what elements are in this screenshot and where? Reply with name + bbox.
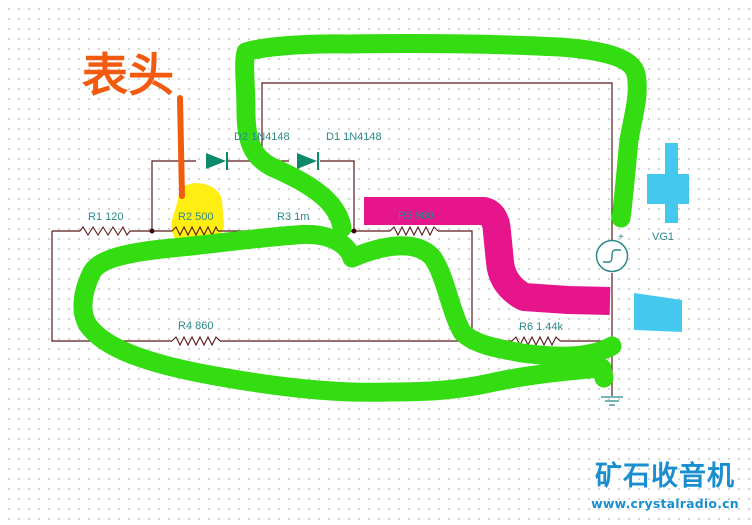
ground-symbol — [601, 396, 623, 406]
d2-label: D2 1N4148 — [234, 131, 290, 143]
top-green-highlight — [235, 34, 647, 238]
meter-annotation-label: 表头 — [82, 48, 174, 102]
vg1-lower-blue-mark — [634, 293, 682, 332]
d1-label: D1 1N4148 — [326, 131, 382, 143]
vg1-plus-label: + — [618, 232, 624, 243]
diode-d2 — [206, 152, 228, 170]
diode-d1 — [297, 152, 319, 170]
r4-label: R4 860 — [178, 320, 213, 332]
r5-label: R5 980 — [398, 210, 433, 222]
r3-label: R3 1m — [277, 211, 309, 223]
resistor-r4 — [171, 335, 221, 347]
site-watermark: 矿石收音机 www.crystalradio.cn — [584, 461, 746, 512]
watermark-title: 矿石收音机 — [595, 461, 735, 492]
signal-generator-vg1 — [595, 239, 629, 273]
meter-annotation-line — [177, 95, 185, 199]
r1-label: R1 120 — [88, 211, 123, 223]
vg1-label: VG1 — [652, 231, 674, 243]
vg1-upper-blue-bar — [647, 174, 689, 204]
r6-label: R6 1.44k — [519, 321, 564, 333]
watermark-url: www.crystalradio.cn — [591, 496, 739, 511]
r5-magenta-highlight — [364, 197, 611, 315]
loop-green-highlight — [73, 224, 622, 402]
r2-label: R2 500 — [178, 211, 213, 223]
r2-yellow-highlight — [171, 183, 224, 241]
resistor-r1 — [79, 225, 131, 237]
resistor-r5 — [389, 225, 439, 237]
